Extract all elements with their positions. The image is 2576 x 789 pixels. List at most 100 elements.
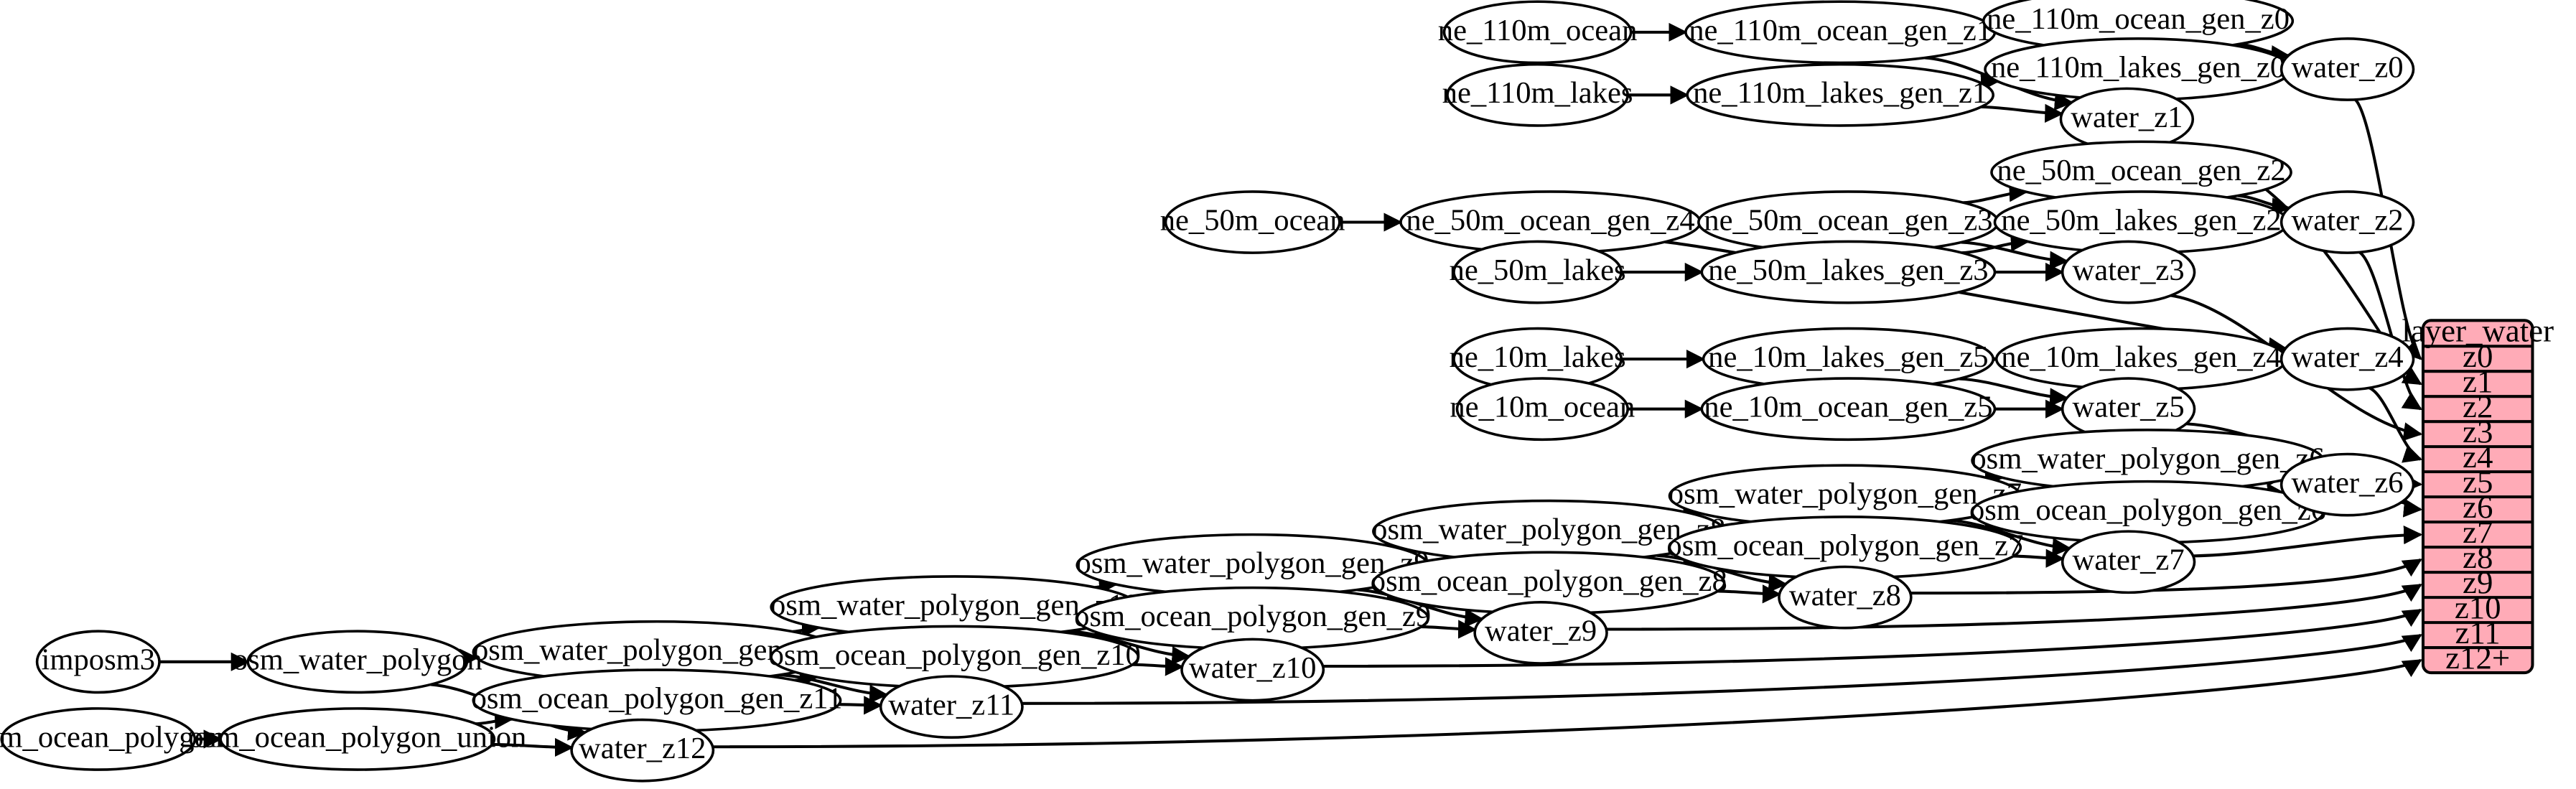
node-label: osm_water_polygon_gen_z6 bbox=[1971, 442, 2324, 475]
node-label: osm_ocean_polygon_gen_z6 bbox=[1969, 493, 2326, 527]
node-label: osm_ocean_polygon_gen_z9 bbox=[1074, 599, 1431, 633]
node-osm_ocean_polygon_gen_z11[interactable]: osm_ocean_polygon_gen_z11 bbox=[472, 668, 843, 733]
node-label: ne_50m_ocean_gen_z3 bbox=[1704, 203, 1992, 237]
node-label: ne_10m_lakes_gen_z4 bbox=[2001, 340, 2281, 374]
node-water_z6[interactable]: water_z6 bbox=[2279, 452, 2415, 517]
node-ne_110m_ocean_gen_z0[interactable]: ne_110m_ocean_gen_z0 bbox=[1982, 0, 2295, 53]
legend-row-z11[interactable]: z11 bbox=[2455, 615, 2501, 650]
edge-osm_water_polygon_gen_z11-to-osm_water_polygon_gen_z10 bbox=[793, 618, 821, 638]
node-water_z8[interactable]: water_z8 bbox=[1778, 565, 1913, 630]
node-osm_water_polygon[interactable]: osm_water_polygon bbox=[233, 630, 482, 694]
legend-table: layer_waterz0z1z2z3z4z5z6z7z8z9z10z11z12… bbox=[2402, 313, 2554, 676]
legend-row-z9[interactable]: z9 bbox=[2463, 564, 2493, 600]
node-shape bbox=[570, 718, 715, 783]
node-shape bbox=[1446, 62, 1629, 127]
edge-osm_ocean_polygon_gen_z9-to-water_z9 bbox=[1421, 620, 1478, 639]
node-water_z11[interactable]: water_z11 bbox=[879, 675, 1024, 739]
node-ne_50m_ocean[interactable]: ne_50m_ocean bbox=[1160, 190, 1345, 254]
edge-ne_50m_ocean_gen_z3-to-water_z3 bbox=[1961, 241, 2069, 270]
node-ne_10m_ocean[interactable]: ne_10m_ocean bbox=[1450, 377, 1635, 442]
node-label: osm_water_polygon_gen_z8 bbox=[1372, 513, 1725, 546]
node-label: ne_10m_lakes bbox=[1450, 340, 1626, 374]
node-water_z2[interactable]: water_z2 bbox=[2279, 190, 2415, 254]
node-ne_10m_lakes_gen_z5[interactable]: ne_10m_lakes_gen_z5 bbox=[1702, 327, 1995, 391]
node-ne_10m_lakes[interactable]: ne_10m_lakes bbox=[1450, 327, 1626, 391]
legend-row-z1[interactable]: z1 bbox=[2463, 363, 2493, 399]
legend-row-z3[interactable]: z3 bbox=[2463, 414, 2493, 449]
node-ne_110m_lakes_gen_z1[interactable]: ne_110m_lakes_gen_z1 bbox=[1686, 62, 1995, 127]
node-shape bbox=[2061, 530, 2196, 594]
node-water_z5[interactable]: water_z5 bbox=[2061, 377, 2196, 442]
node-label: osm_water_polygon_gen_z7 bbox=[1669, 477, 2022, 511]
node-water_z1[interactable]: water_z1 bbox=[2059, 87, 2195, 151]
node-label: osm_water_polygon_gen_z9 bbox=[1076, 546, 1429, 580]
node-ne_50m_lakes[interactable]: ne_50m_lakes bbox=[1450, 240, 1626, 304]
node-label: ne_10m_lakes_gen_z5 bbox=[1708, 340, 1988, 374]
node-label: water_z11 bbox=[888, 688, 1014, 722]
node-ne_10m_ocean_gen_z5[interactable]: ne_10m_ocean_gen_z5 bbox=[1700, 377, 1997, 442]
node-water_z12[interactable]: water_z12 bbox=[570, 718, 715, 783]
node-ne_110m_lakes_gen_z0[interactable]: ne_110m_lakes_gen_z0 bbox=[1984, 37, 2292, 101]
node-shape bbox=[1452, 240, 1623, 304]
node-osm_water_polygon_gen_z11[interactable]: osm_water_polygon_gen_z11 bbox=[472, 620, 842, 684]
node-water_z10[interactable]: water_z10 bbox=[1180, 638, 1325, 702]
node-shape bbox=[1778, 565, 1913, 630]
node-label: ne_50m_lakes_gen_z2 bbox=[2001, 203, 2281, 237]
legend-row-z0[interactable]: z0 bbox=[2463, 338, 2493, 374]
node-shape bbox=[2061, 240, 2196, 304]
node-osm_ocean_polygon_gen_z10[interactable]: osm_ocean_polygon_gen_z10 bbox=[769, 625, 1141, 689]
node-imposm3[interactable]: imposm3 bbox=[35, 630, 161, 694]
legend-row-z8[interactable]: z8 bbox=[2463, 539, 2493, 575]
node-water_z0[interactable]: water_z0 bbox=[2279, 37, 2415, 101]
node-label: water_z8 bbox=[1789, 579, 1901, 612]
node-label: water_z7 bbox=[2073, 543, 2185, 577]
node-osm_water_polygon_gen_z9[interactable]: osm_water_polygon_gen_z9 bbox=[1075, 533, 1429, 597]
node-osm_ocean_polygon_gen_z9[interactable]: osm_ocean_polygon_gen_z9 bbox=[1074, 586, 1431, 650]
edge-water_z4-to-layer_z4 bbox=[2368, 386, 2423, 463]
edge-osm_ocean_polygon_gen_z8-to-water_z8 bbox=[1717, 584, 1782, 604]
legend-row-z4[interactable]: z4 bbox=[2463, 439, 2493, 475]
edge-osm_water_polygon_gen_z10-to-water_z10 bbox=[1068, 629, 1191, 666]
node-shape bbox=[1180, 638, 1325, 702]
legend-title: layer_water bbox=[2402, 313, 2554, 349]
edge-osm_ocean_polygon_gen_z11-to-water_z11 bbox=[839, 696, 883, 715]
node-osm_water_polygon_gen_z8[interactable]: osm_water_polygon_gen_z8 bbox=[1372, 499, 1726, 564]
node-ne_50m_lakes_gen_z3[interactable]: ne_50m_lakes_gen_z3 bbox=[1700, 240, 1997, 304]
legend-row-z2[interactable]: z2 bbox=[2463, 388, 2493, 424]
node-label: osm_ocean_polygon_gen_z7 bbox=[1666, 528, 2023, 562]
legend-row-z12p[interactable]: z12+ bbox=[2445, 640, 2510, 676]
node-osm_ocean_polygon_gen_z8[interactable]: osm_ocean_polygon_gen_z8 bbox=[1371, 551, 1727, 615]
edge-ne_110m_lakes_gen_z1-to-water_z1 bbox=[1981, 103, 2064, 123]
edge-water_z10-to-layer_z10 bbox=[1322, 608, 2422, 668]
node-shape bbox=[1164, 190, 1341, 254]
node-ne_110m_ocean[interactable]: ne_110m_ocean bbox=[1438, 0, 1638, 65]
edge-osm_ocean_polygon_union-to-water_z12 bbox=[492, 737, 574, 757]
node-ne_110m_ocean_gen_z1[interactable]: ne_110m_ocean_gen_z1 bbox=[1684, 0, 1997, 65]
node-ne_50m_ocean_gen_z2[interactable]: ne_50m_ocean_gen_z2 bbox=[1990, 140, 2292, 205]
edge-water_z7-to-layer_z7 bbox=[2193, 526, 2423, 558]
node-water_z7[interactable]: water_z7 bbox=[2061, 530, 2196, 594]
node-label: ne_50m_lakes bbox=[1450, 253, 1626, 287]
node-shape bbox=[879, 675, 1024, 739]
node-label: water_z5 bbox=[2073, 391, 2185, 424]
node-water_z9[interactable]: water_z9 bbox=[1473, 601, 1608, 665]
legend-row-z7[interactable]: z7 bbox=[2463, 514, 2493, 550]
legend-row-z5[interactable]: z5 bbox=[2463, 464, 2493, 500]
node-water_z4[interactable]: water_z4 bbox=[2279, 327, 2415, 391]
legend-row-z10[interactable]: z10 bbox=[2455, 589, 2501, 625]
node-label: osm_ocean_polygon bbox=[0, 720, 225, 754]
node-ne_10m_lakes_gen_z4[interactable]: ne_10m_lakes_gen_z4 bbox=[1994, 327, 2288, 391]
node-ne_50m_ocean_gen_z4[interactable]: ne_50m_ocean_gen_z4 bbox=[1399, 190, 1702, 254]
node-osm_ocean_polygon_union[interactable]: osm_ocean_polygon_union bbox=[188, 707, 526, 771]
node-ne_110m_lakes[interactable]: ne_110m_lakes bbox=[1442, 62, 1633, 127]
node-shape bbox=[1700, 377, 1997, 442]
node-label: water_z1 bbox=[2071, 101, 2183, 134]
node-water_z3[interactable]: water_z3 bbox=[2061, 240, 2196, 304]
node-label: water_z12 bbox=[579, 732, 706, 765]
legend-row-z6[interactable]: z6 bbox=[2463, 489, 2493, 525]
node-ne_50m_lakes_gen_z2[interactable]: ne_50m_lakes_gen_z2 bbox=[1993, 190, 2290, 254]
node-osm_water_polygon_gen_z6[interactable]: osm_water_polygon_gen_z6 bbox=[1971, 429, 2325, 492]
node-osm_ocean_polygon_gen_z6[interactable]: osm_ocean_polygon_gen_z6 bbox=[1969, 480, 2326, 544]
node-osm_ocean_polygon[interactable]: osm_ocean_polygon bbox=[0, 707, 225, 771]
